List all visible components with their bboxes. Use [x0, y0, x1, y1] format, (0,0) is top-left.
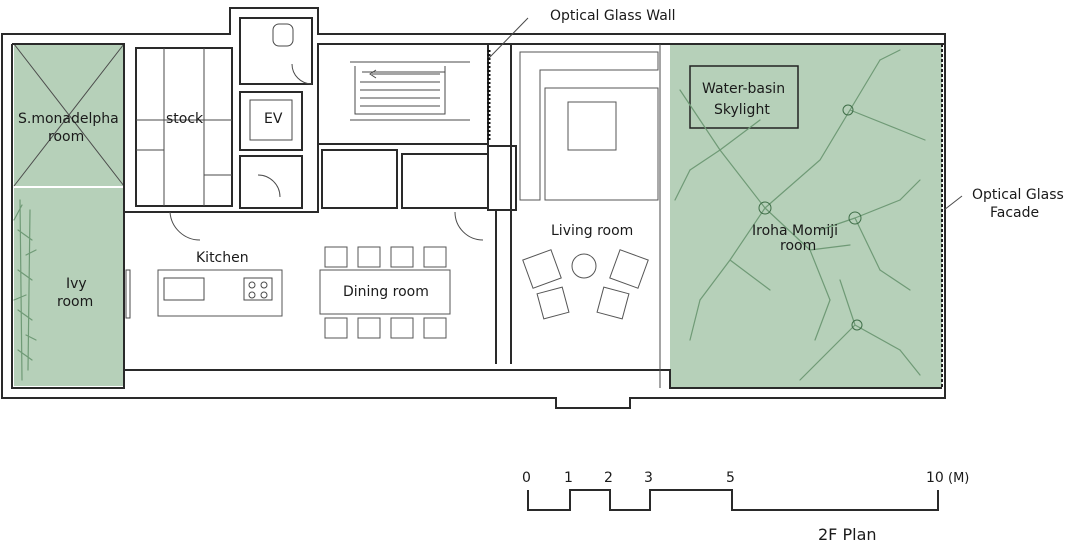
plan-title: 2F Plan: [818, 525, 877, 544]
scale-tick-5: 5: [726, 470, 735, 486]
optical-glass-wall-label: Optical Glass Wall: [550, 8, 676, 24]
living-label: Living room: [551, 223, 633, 239]
ivy-garden: [14, 188, 124, 386]
kitchen-counter: [157, 269, 283, 317]
kitchen-door: [169, 211, 201, 241]
scale-tick-1: 1: [564, 470, 573, 486]
ivy-label-1: Ivy: [66, 276, 87, 292]
water-basin-label-1: Water-basin: [702, 81, 785, 97]
s-monadelpha-label-1: S.monadelpha: [18, 111, 119, 127]
iroha-label-2: room: [780, 238, 816, 254]
scale-unit: (M): [948, 471, 969, 486]
scale-tick-2: 2: [604, 470, 613, 486]
dining-door: [454, 211, 484, 241]
scale-tick-3: 3: [644, 470, 653, 486]
scale-tick-10: 10: [926, 470, 944, 486]
living-chairs: [522, 249, 649, 320]
ev-label: EV: [264, 111, 283, 127]
s-monadelpha-label-2: room: [48, 129, 84, 145]
ivy-plant: [13, 199, 37, 381]
scale-bar: 0 1 2 3 5 10 (M): [522, 470, 969, 511]
stairs: [350, 61, 470, 121]
stock-label: stock: [166, 111, 204, 127]
optical-glass-facade-label-1: Optical Glass: [972, 187, 1064, 203]
iroha-garden: [670, 44, 942, 388]
water-basin-label-2: Skylight: [714, 102, 770, 118]
living-sofa: [519, 51, 659, 201]
dining-table: [319, 246, 451, 339]
iroha-label-1: Iroha Momiji: [752, 223, 838, 239]
scale-tick-0: 0: [522, 470, 531, 486]
kitchen-label: Kitchen: [196, 250, 249, 266]
optical-glass-facade-label-2: Facade: [990, 205, 1039, 221]
iroha-momiji-tree: [674, 49, 926, 381]
water-basin-skylight: [689, 65, 799, 129]
ivy-label-2: room: [57, 294, 93, 310]
dining-label: Dining room: [343, 284, 429, 300]
